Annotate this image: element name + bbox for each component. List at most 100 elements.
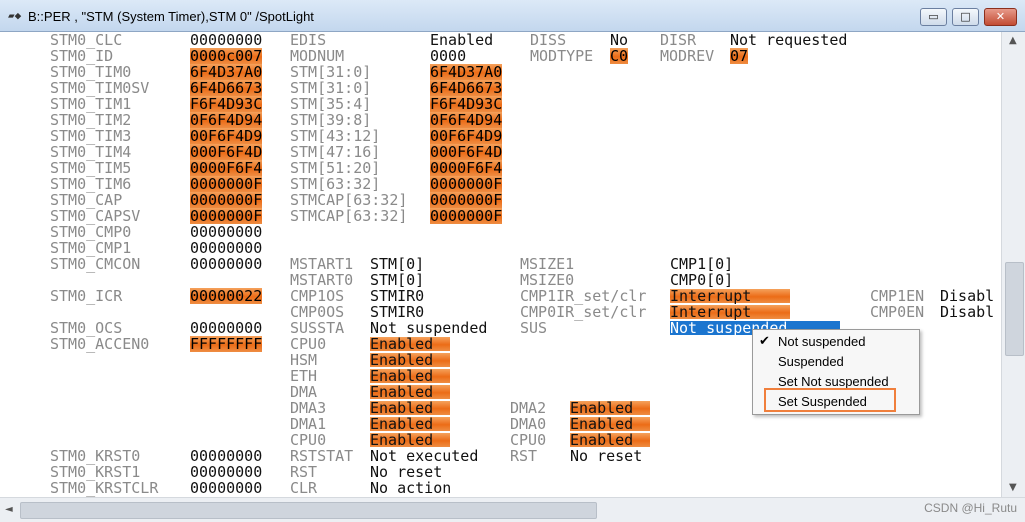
register-name: STM0_KRST0 bbox=[50, 447, 141, 465]
field-value[interactable]: 6F4D6673 bbox=[430, 79, 503, 97]
field-value[interactable]: STMIR0 bbox=[370, 287, 425, 305]
close-button[interactable]: ✕ bbox=[984, 8, 1017, 26]
register-name: STM0_TIM1 bbox=[50, 95, 132, 113]
field-name: MSIZE1 bbox=[520, 255, 575, 273]
register-value[interactable]: 0F6F4D94 bbox=[190, 111, 263, 129]
field-value[interactable]: Enabled bbox=[370, 399, 434, 417]
field-value[interactable]: 0000F6F4 bbox=[430, 159, 503, 177]
field-name: STM[63:32] bbox=[290, 175, 381, 193]
register-name: STM0_OCS bbox=[50, 319, 123, 337]
maximize-button[interactable]: □ bbox=[952, 8, 979, 26]
register-value[interactable]: 0000000F bbox=[190, 191, 263, 209]
field-value[interactable]: Enabled bbox=[570, 415, 634, 433]
field-value[interactable]: No action bbox=[370, 479, 452, 497]
minimize-button[interactable]: ▭ bbox=[920, 8, 947, 26]
field-value[interactable]: No bbox=[610, 32, 629, 49]
field-value[interactable]: Enabled bbox=[370, 335, 434, 353]
field-value[interactable]: 6F4D37A0 bbox=[430, 63, 503, 81]
field-name: DISR bbox=[660, 32, 697, 49]
register-value[interactable]: 00000000 bbox=[190, 447, 263, 465]
field-name: DMA2 bbox=[510, 399, 547, 417]
field-value[interactable]: Not executed bbox=[370, 447, 479, 465]
field-value[interactable]: Enabled bbox=[370, 431, 434, 449]
field-value[interactable]: C0 bbox=[610, 47, 629, 65]
field-value[interactable]: CMP0[0] bbox=[670, 271, 734, 289]
field-name: STM[47:16] bbox=[290, 143, 381, 161]
field-value[interactable]: Not suspended bbox=[370, 319, 488, 337]
field-value[interactable]: Enabled bbox=[430, 32, 494, 49]
field-value[interactable]: Enabled bbox=[370, 383, 434, 401]
register-value[interactable]: 0000F6F4 bbox=[190, 159, 263, 177]
field-value[interactable]: CMP1[0] bbox=[670, 255, 734, 273]
register-name: STM0_ICR bbox=[50, 287, 123, 305]
field-value[interactable]: 0000000F bbox=[430, 175, 503, 193]
menu-item-set-suspended[interactable]: Set Suspended bbox=[778, 394, 867, 409]
field-value[interactable]: Enabled bbox=[370, 415, 434, 433]
field-name: DISS bbox=[530, 32, 567, 49]
highlight-bar bbox=[670, 305, 790, 319]
field-value[interactable]: Interrupt bbox=[670, 303, 752, 321]
field-value[interactable]: 000F6F4D bbox=[430, 143, 503, 161]
register-value[interactable]: 0000000F bbox=[190, 175, 263, 193]
field-value[interactable]: 07 bbox=[730, 47, 749, 65]
field-name: MODREV bbox=[660, 47, 715, 65]
field-value[interactable]: Enabled bbox=[370, 367, 434, 385]
scroll-up-icon[interactable]: ▲ bbox=[1009, 35, 1017, 46]
register-value[interactable]: 00000000 bbox=[190, 32, 263, 49]
highlight-bar bbox=[570, 401, 650, 415]
register-value[interactable]: 00000000 bbox=[190, 479, 263, 497]
window-title: B::PER , "STM (System Timer),STM 0" /Spo… bbox=[28, 9, 314, 24]
field-value[interactable]: STM[0] bbox=[370, 255, 425, 273]
field-name: RSTSTAT bbox=[290, 447, 354, 465]
field-name: DMA1 bbox=[290, 415, 327, 433]
field-name: STM[31:0] bbox=[290, 79, 372, 97]
scroll-down-icon[interactable]: ▼ bbox=[1009, 482, 1017, 493]
menu-item-set-not-suspended[interactable]: Set Not suspended bbox=[778, 374, 889, 389]
field-value[interactable]: STM[0] bbox=[370, 271, 425, 289]
menu-item-suspended[interactable]: Suspended bbox=[778, 354, 844, 369]
register-value[interactable]: 00000022 bbox=[190, 287, 263, 305]
field-value[interactable]: Enabled bbox=[370, 351, 434, 369]
register-value[interactable]: 00000000 bbox=[190, 255, 263, 273]
field-value[interactable]: No reset bbox=[370, 463, 443, 481]
register-value[interactable]: 00000000 bbox=[190, 463, 263, 481]
horizontal-scroll-thumb[interactable] bbox=[20, 502, 597, 519]
register-value[interactable]: 00F6F4D9 bbox=[190, 127, 263, 145]
highlight-bar bbox=[370, 337, 450, 351]
field-name: SUS bbox=[520, 319, 548, 337]
vertical-scroll-thumb[interactable] bbox=[1005, 262, 1024, 356]
register-value[interactable]: 6F4D37A0 bbox=[190, 63, 263, 81]
register-value[interactable]: 00000000 bbox=[190, 239, 263, 257]
register-value[interactable]: 0000000F bbox=[190, 207, 263, 225]
field-value[interactable]: No reset bbox=[570, 447, 643, 465]
field-value[interactable]: Disabl bbox=[940, 303, 995, 321]
field-value[interactable]: 0F6F4D94 bbox=[430, 111, 503, 129]
scroll-left-icon[interactable]: ◄ bbox=[5, 504, 13, 515]
field-value[interactable]: Interrupt bbox=[670, 287, 752, 305]
field-value[interactable]: 0000000F bbox=[430, 207, 503, 225]
field-value[interactable]: 0000000F bbox=[430, 191, 503, 209]
field-value[interactable]: STMIR0 bbox=[370, 303, 425, 321]
register-value[interactable]: F6F4D93C bbox=[190, 95, 263, 113]
register-value[interactable]: 00000000 bbox=[190, 223, 263, 241]
register-value[interactable]: 000F6F4D bbox=[190, 143, 263, 161]
vertical-scrollbar[interactable]: ▲ ▼ bbox=[1001, 32, 1025, 497]
register-value[interactable]: 6F4D6673 bbox=[190, 79, 263, 97]
menu-item-not-suspended[interactable]: Not suspended bbox=[778, 334, 866, 349]
horizontal-scrollbar[interactable]: ◄ CSDN @Hi_Rutu bbox=[0, 497, 1025, 522]
register-value[interactable]: 00000000 bbox=[190, 319, 263, 337]
field-value[interactable]: Not requested bbox=[730, 32, 848, 49]
register-view: STM0_CLC STM0_ID STM0_TIM0 STM0_TIM0SV S… bbox=[0, 32, 1001, 497]
field-name: STMCAP[63:32] bbox=[290, 191, 408, 209]
field-name: DMA0 bbox=[510, 415, 547, 433]
register-value[interactable]: FFFFFFFF bbox=[190, 335, 263, 353]
field-value[interactable]: F6F4D93C bbox=[430, 95, 503, 113]
field-name: CMP0EN bbox=[870, 303, 925, 321]
field-value[interactable]: Enabled bbox=[570, 399, 634, 417]
register-name: STM0_CMCON bbox=[50, 255, 141, 273]
field-value[interactable]: 0000 bbox=[430, 47, 467, 65]
field-value[interactable]: 00F6F4D9 bbox=[430, 127, 503, 145]
field-value[interactable]: Enabled bbox=[570, 431, 634, 449]
field-value[interactable]: Disabl bbox=[940, 287, 995, 305]
register-value[interactable]: 0000c007 bbox=[190, 47, 263, 65]
